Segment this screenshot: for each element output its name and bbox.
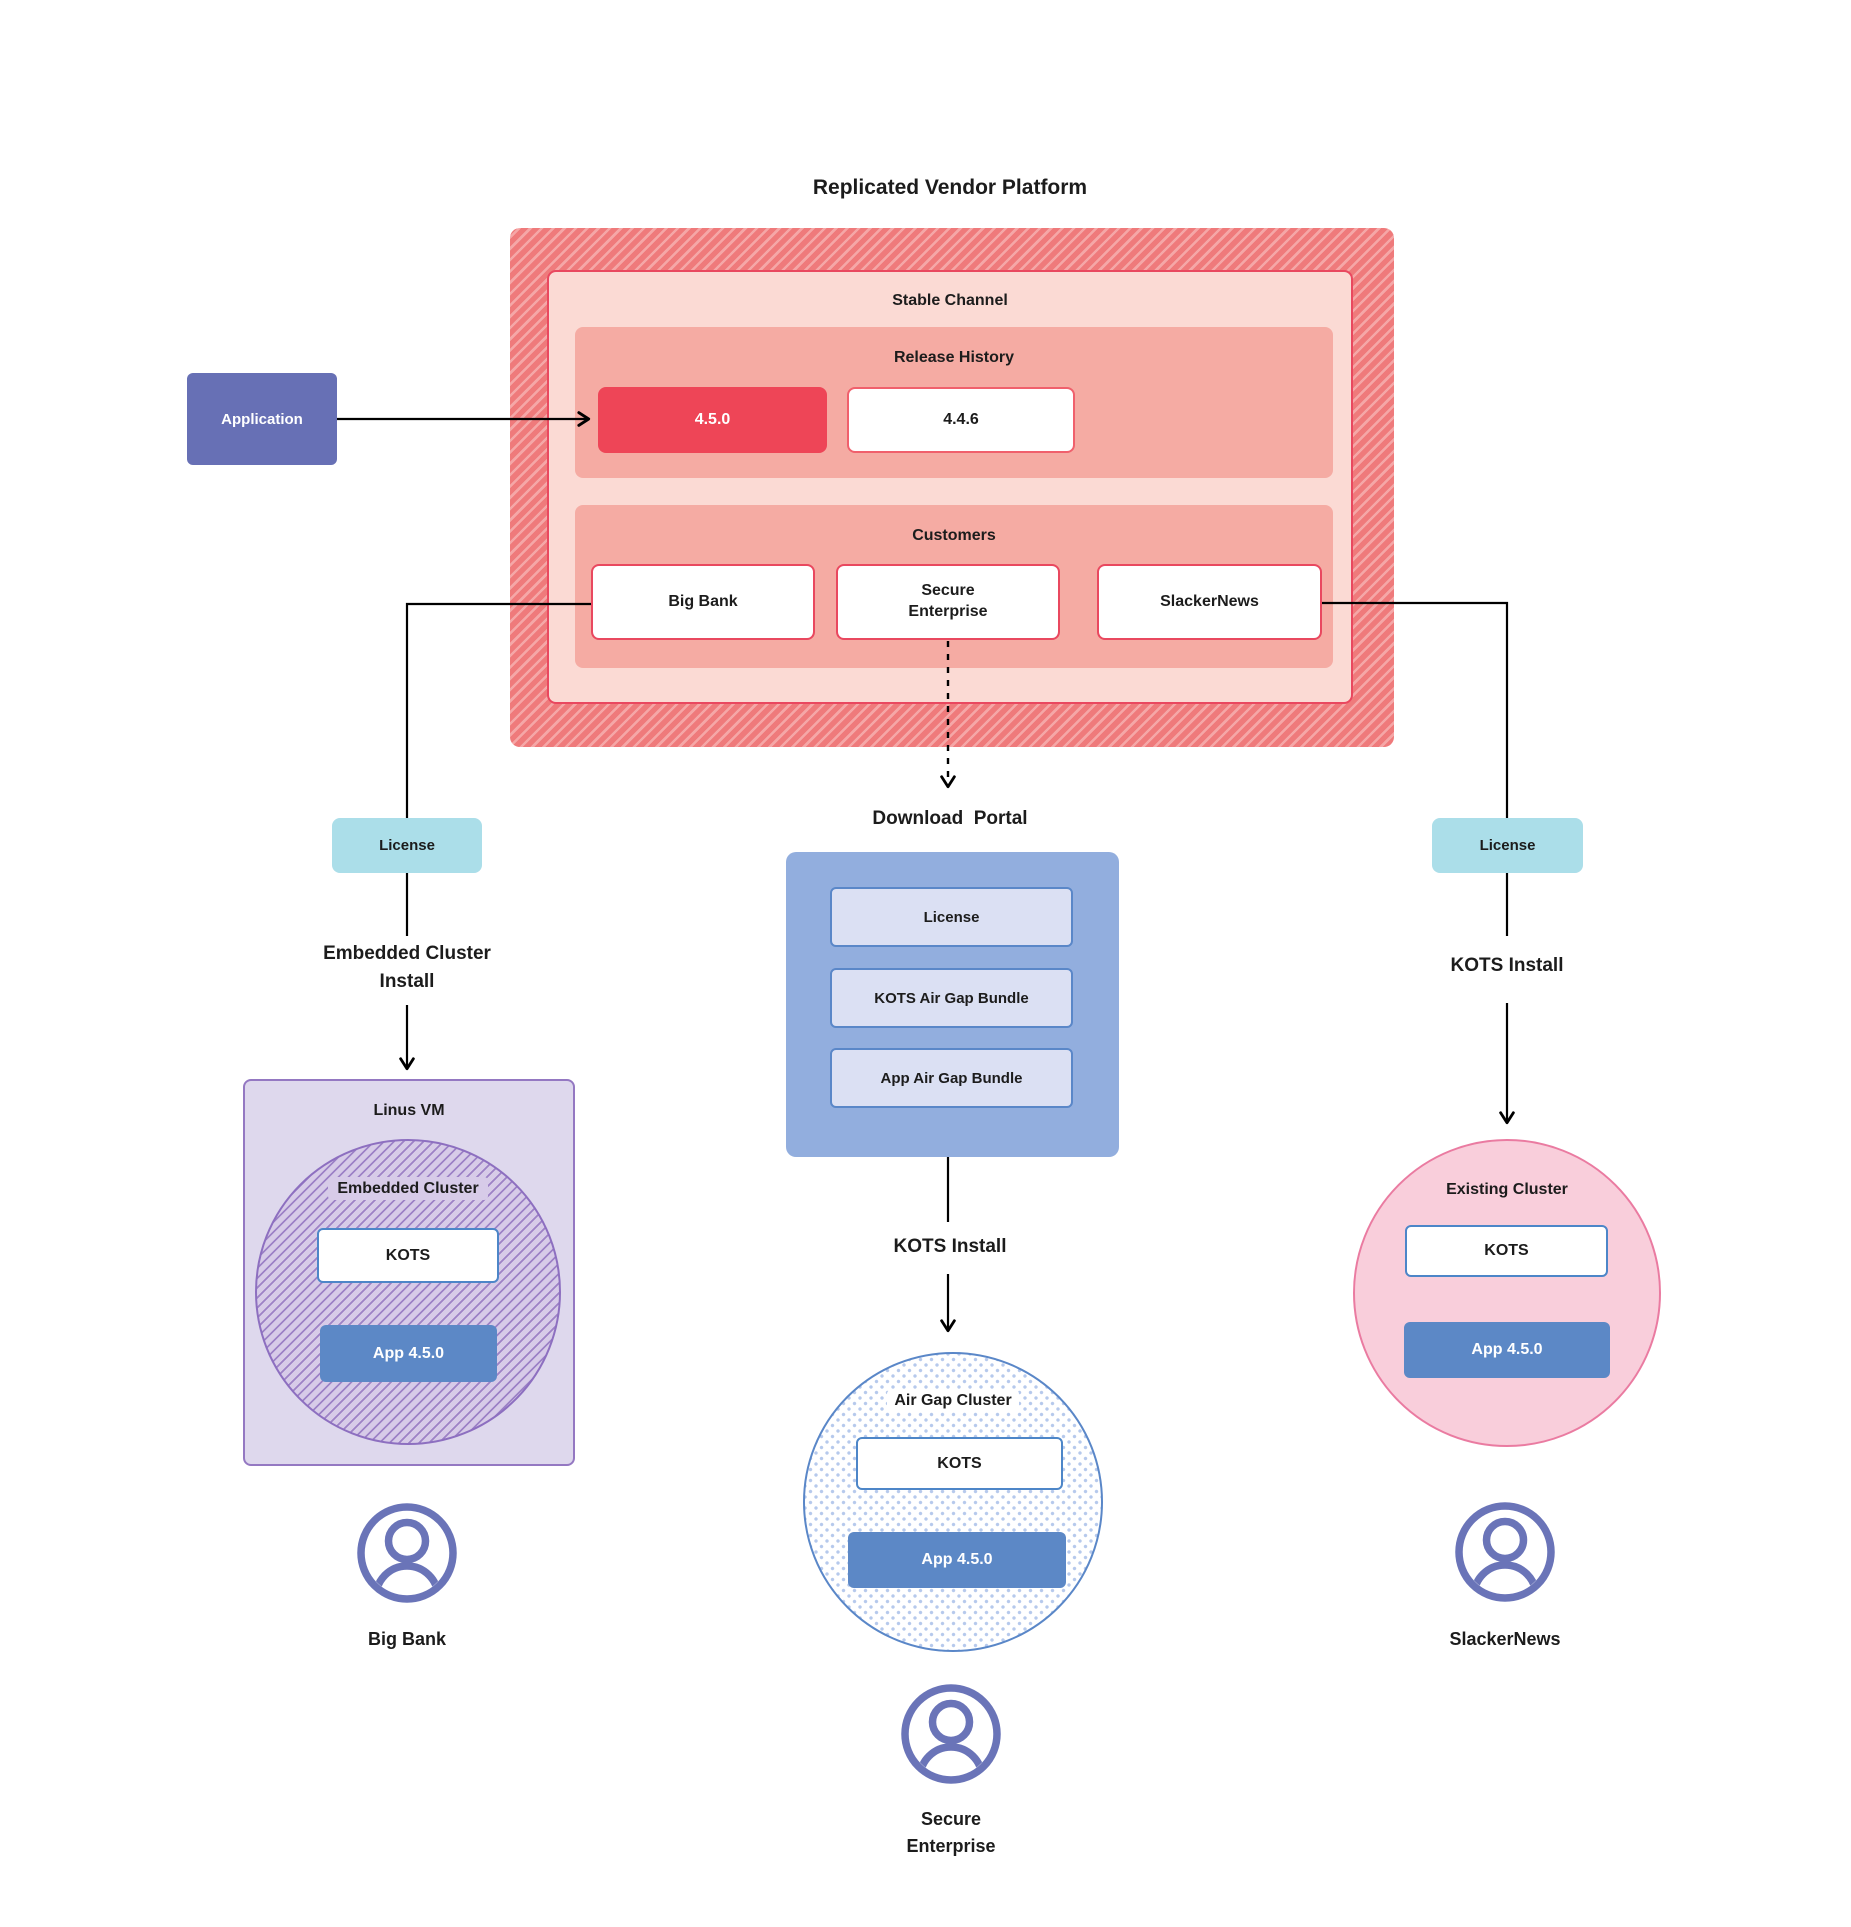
release-4-5-0: 4.5.0 bbox=[598, 387, 827, 453]
customer-big-bank: Big Bank bbox=[591, 564, 815, 640]
user-label-big-bank: Big Bank bbox=[367, 1629, 446, 1649]
app-node-mid: App 4.5.0 bbox=[848, 1532, 1066, 1588]
user-label-secure-enterprise: Secure Enterprise bbox=[826, 1806, 1076, 1860]
license-chip-right: License bbox=[1432, 818, 1583, 873]
kots-install-label-mid: KOTS Install bbox=[893, 1236, 1007, 1257]
user-label-slackernews: SlackerNews bbox=[1449, 1629, 1561, 1649]
user-mid-line1: Secure bbox=[920, 1809, 982, 1829]
user-icon-big-bank bbox=[357, 1503, 457, 1603]
install-left-line2: Install bbox=[379, 971, 435, 992]
user-icon-slackernews bbox=[1455, 1502, 1555, 1602]
stable-channel-label: Stable Channel bbox=[892, 292, 1008, 309]
kots-install-label-right: KOTS Install bbox=[1450, 955, 1564, 976]
customer-secure-enterprise: Secure Enterprise bbox=[836, 564, 1060, 640]
user-mid-line2: Enterprise bbox=[906, 1836, 996, 1856]
customers-label: Customers bbox=[912, 527, 996, 544]
linus-vm-label: Linus VM bbox=[373, 1102, 445, 1119]
kots-node-left: KOTS bbox=[317, 1228, 499, 1283]
kots-node-right: KOTS bbox=[1405, 1225, 1608, 1277]
download-portal-title: Download Portal bbox=[872, 808, 1028, 829]
app-node-right: App 4.5.0 bbox=[1404, 1322, 1610, 1378]
existing-cluster-label: Existing Cluster bbox=[1446, 1181, 1568, 1198]
diagram-title: Replicated Vendor Platform bbox=[812, 176, 1088, 199]
air-gap-cluster-label: Air Gap Cluster bbox=[803, 1390, 1103, 1411]
kots-node-mid: KOTS bbox=[856, 1437, 1063, 1490]
portal-item-kots-airgap-bundle: KOTS Air Gap Bundle bbox=[830, 968, 1073, 1028]
portal-item-app-airgap-bundle: App Air Gap Bundle bbox=[830, 1048, 1073, 1108]
application-node: Application bbox=[187, 373, 337, 465]
license-chip-left: License bbox=[332, 818, 482, 873]
customer-slackernews: SlackerNews bbox=[1097, 564, 1322, 640]
user-icon-secure-enterprise bbox=[901, 1684, 1001, 1784]
release-4-4-6: 4.4.6 bbox=[847, 387, 1075, 453]
install-left-line1: Embedded Cluster bbox=[323, 943, 491, 964]
embedded-cluster-label: Embedded Cluster bbox=[255, 1177, 561, 1200]
release-history-label: Release History bbox=[893, 349, 1015, 366]
embedded-cluster-install-label: Embedded Cluster Install bbox=[232, 940, 582, 996]
portal-item-license: License bbox=[830, 887, 1073, 947]
app-node-left: App 4.5.0 bbox=[320, 1325, 497, 1382]
